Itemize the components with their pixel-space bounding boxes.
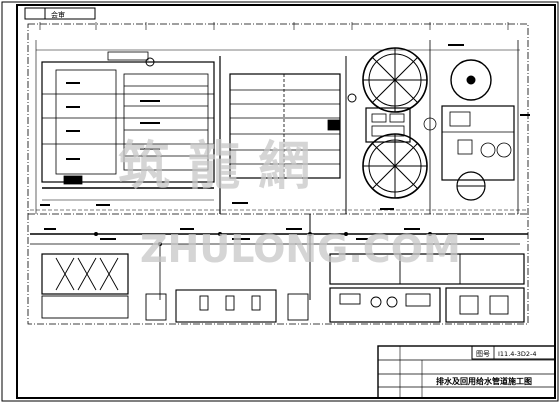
- corner-tag: 会审: [51, 10, 65, 19]
- top-dimension-ticks: [39, 22, 509, 30]
- bottom-buildings: [41, 253, 525, 323]
- sheet-label: 图号: [476, 350, 490, 358]
- drawing-title: 排水及回用给水管道施工图: [436, 376, 532, 386]
- clarifier-north: [362, 47, 428, 113]
- clarifier-south: [362, 133, 428, 199]
- sheet-number: I11.4-3D2-4: [498, 350, 537, 358]
- small-tank-east: [450, 59, 492, 201]
- site-boundary: [27, 23, 529, 325]
- watermark-chinese: 筑 龍 網: [118, 137, 310, 197]
- annotation-marks: [40, 44, 530, 240]
- equipment-room-east: [423, 105, 515, 181]
- pipe-network: [30, 40, 528, 300]
- pipe-nodes: [94, 57, 432, 246]
- filter-tank-labels: [66, 82, 160, 160]
- pump-room: [365, 107, 411, 143]
- watermark-latin: ZHULONG.COM: [140, 227, 461, 271]
- title-block: [377, 345, 556, 399]
- sheet-border-inner: [16, 4, 556, 399]
- filter-tank-block: [41, 51, 215, 201]
- middle-tank-block: [229, 73, 341, 179]
- corner-tag-box: [24, 7, 96, 20]
